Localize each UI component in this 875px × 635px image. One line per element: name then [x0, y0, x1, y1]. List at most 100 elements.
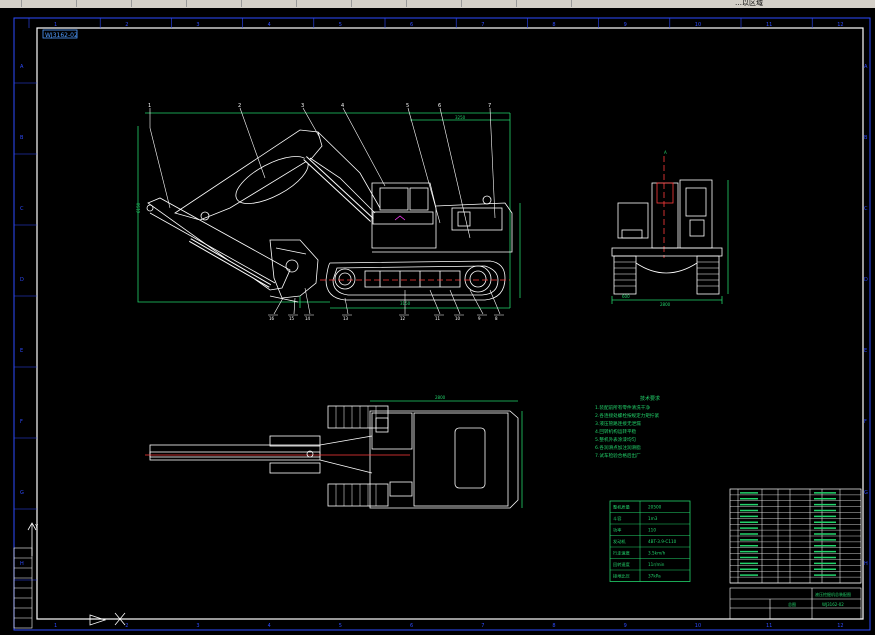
properties-icon[interactable] — [560, 0, 572, 7]
part-balloon: 7 — [488, 103, 491, 109]
part-balloon: 10 — [455, 316, 461, 321]
svg-text:2800: 2800 — [435, 395, 446, 400]
part-balloon: 16 — [269, 316, 275, 321]
svg-text:2800: 2800 — [660, 302, 671, 307]
tech-req-line: 1.装配前所有零件清洗干净 — [595, 404, 650, 411]
svg-text:A: A — [664, 150, 667, 155]
col-number-bottom: 10 — [695, 623, 701, 629]
col-number-bottom: 5 — [339, 623, 342, 629]
svg-text:3150: 3150 — [400, 301, 411, 306]
col-number-top: 1 — [54, 22, 57, 28]
redo-icon[interactable] — [230, 0, 242, 7]
part-balloon: 12 — [400, 316, 406, 321]
spec-value: 37kPa — [648, 574, 661, 579]
row-letter-left: C — [20, 206, 24, 212]
col-number-top: 6 — [410, 22, 413, 28]
svg-text:6150: 6150 — [136, 202, 141, 213]
col-number-top: 11 — [766, 22, 772, 28]
pan-icon[interactable] — [285, 0, 297, 7]
col-number-bottom: 3 — [196, 623, 199, 629]
title-block — [729, 582, 862, 620]
front-view-excavator: A 600 2800 — [611, 150, 729, 307]
col-number-top: 7 — [481, 22, 484, 28]
undo-icon[interactable] — [175, 0, 187, 7]
tech-req-line: 4.回转机构运转平稳 — [595, 428, 637, 435]
text-icon[interactable] — [395, 0, 407, 7]
print-icon[interactable] — [120, 0, 132, 7]
col-number-bottom: 8 — [552, 623, 555, 629]
tech-req-line: 2.各连接处螺栓按规定力矩拧紧 — [595, 412, 660, 419]
part-balloon: 1 — [148, 103, 151, 109]
tech-req-line: 5.整机外表涂漆均匀 — [595, 436, 637, 443]
col-number-bottom: 4 — [268, 623, 271, 629]
spec-label: 行走速度 — [613, 550, 631, 557]
row-letter-left: F — [20, 419, 23, 425]
col-number-top: 3 — [196, 22, 199, 28]
open-icon[interactable] — [10, 0, 22, 7]
stamp-box — [42, 29, 78, 39]
row-letter-right: H — [864, 561, 868, 567]
tech-requirements-block: 技术要求 1.装配前所有零件清洗干净2.各连接处螺栓按规定力矩拧紧3.液压管路连… — [595, 395, 660, 459]
ucs-axis-icon: Y — [27, 522, 126, 626]
row-letter-right: D — [864, 277, 868, 283]
tech-req-line: 6.各润滑点加注润滑脂 — [595, 444, 641, 451]
spec-value: 110 — [648, 528, 656, 533]
col-number-top: 5 — [339, 22, 342, 28]
title-block-sheet: 总图 — [788, 601, 796, 607]
col-number-top: 4 — [268, 22, 271, 28]
col-number-bottom: 1 — [54, 623, 57, 629]
title-block-name: 液压挖掘机总装配图 — [815, 591, 851, 597]
col-number-top: 2 — [125, 22, 128, 28]
col-number-top: 8 — [552, 22, 555, 28]
part-balloon: 15 — [289, 316, 295, 321]
col-number-top: 10 — [695, 22, 701, 28]
parts-list-table — [729, 488, 862, 584]
spec-label: 发动机 — [613, 538, 626, 545]
col-number-top: 12 — [837, 22, 843, 28]
layer-icon[interactable] — [450, 0, 462, 7]
part-balloon: 8 — [495, 316, 498, 321]
svg-text:3250: 3250 — [455, 115, 466, 120]
save-icon[interactable] — [65, 0, 77, 7]
part-balloons-bottom: 16 15 14 13 12 11 10 9 8 — [268, 314, 504, 321]
spec-table-border — [609, 500, 691, 582]
row-letter-left: G — [20, 490, 24, 496]
tech-req-line: 3.液压管路连接无泄漏 — [595, 420, 641, 427]
row-letter-right: B — [864, 135, 868, 141]
spec-label: 接地比压 — [613, 573, 630, 580]
spec-value: 11r/min — [648, 562, 665, 567]
svg-text:600: 600 — [622, 294, 630, 299]
tech-req-line: 7.试车检验合格后出厂 — [595, 452, 641, 459]
col-number-bottom: 6 — [410, 623, 413, 629]
zoom-icon[interactable] — [340, 0, 352, 7]
top-view-excavator: 2800 — [145, 395, 523, 509]
stamp-text: WJ3162-02 — [45, 32, 78, 39]
row-letter-right: G — [864, 490, 868, 496]
col-number-top: 9 — [624, 22, 627, 28]
col-number-bottom: 2 — [125, 623, 128, 629]
part-balloon: 6 — [438, 103, 441, 109]
inner-frame — [36, 27, 864, 620]
row-letter-left: D — [20, 277, 24, 283]
part-balloon: 2 — [238, 103, 241, 109]
outer-frame — [13, 17, 871, 631]
spec-value: 20500 — [648, 505, 662, 510]
part-balloon: 14 — [305, 316, 311, 321]
spec-value: 4BT-3.9-C110 — [648, 539, 677, 544]
part-balloon: 4 — [341, 103, 344, 109]
spec-value: 3.5km/h — [648, 551, 666, 556]
row-letter-left: B — [20, 135, 24, 141]
col-number-bottom: 7 — [481, 623, 484, 629]
part-balloon: 11 — [435, 316, 441, 321]
part-balloon: 9 — [478, 316, 481, 321]
spec-label: 回转速度 — [613, 561, 631, 568]
part-balloon: 13 — [343, 316, 349, 321]
part-balloon: 3 — [301, 103, 304, 109]
match-icon[interactable] — [505, 0, 517, 7]
row-letter-left: H — [20, 561, 24, 567]
